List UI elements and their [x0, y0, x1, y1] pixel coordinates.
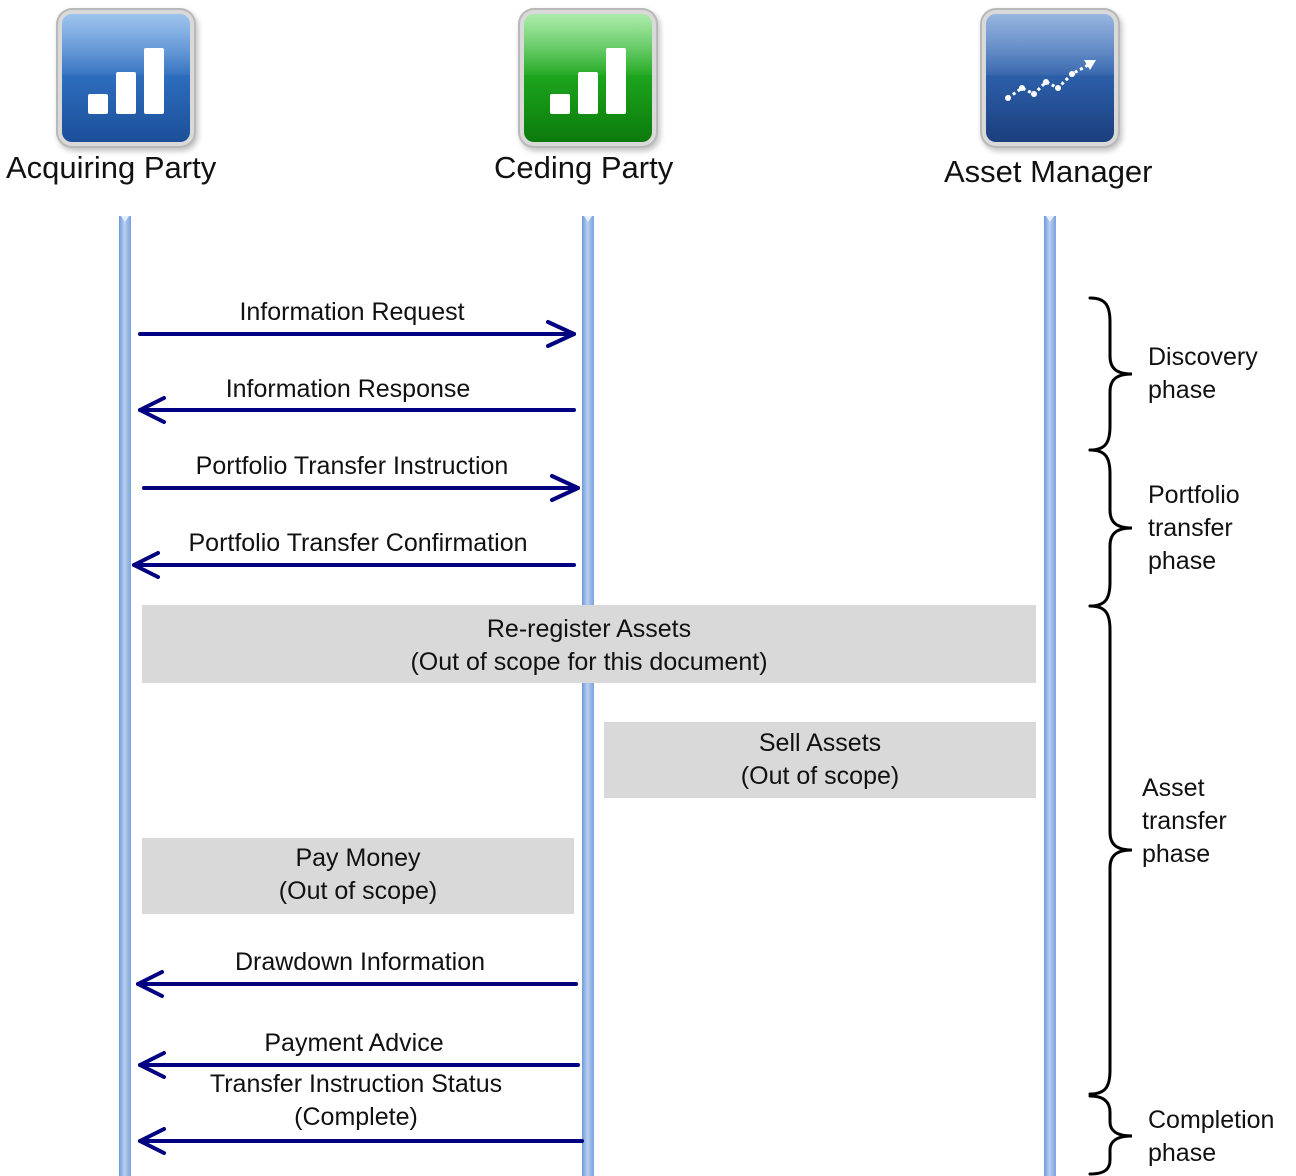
lifeline-asset-manager	[1044, 216, 1056, 1176]
message-label-information-request: Information Request	[239, 298, 465, 326]
message-label-transfer-instruction-status: Transfer Instruction Status	[209, 1070, 503, 1098]
activity-re-register-assets: Re-register Assets (Out of scope for thi…	[142, 605, 1036, 683]
arrow-payment-advice	[138, 1051, 580, 1079]
activity-note: (Out of scope)	[278, 877, 438, 905]
brace-completion-phase	[1088, 1094, 1133, 1176]
arrow-transfer-instruction-status	[138, 1127, 584, 1155]
actor-label-ceding-party: Ceding Party	[494, 150, 674, 185]
brace-portfolio-transfer-phase	[1088, 448, 1133, 608]
arrow-portfolio-transfer-instruction	[142, 474, 580, 502]
activity-note: (Out of scope)	[740, 762, 900, 790]
phase-label-completion: Completion phase	[1148, 1106, 1275, 1167]
activity-note: (Out of scope for this document)	[410, 648, 768, 676]
activity-pay-money: Pay Money (Out of scope)	[142, 838, 574, 914]
phase-label-portfolio-transfer: Portfolio transfer phase	[1148, 481, 1240, 575]
ceding-party-bar-chart-icon	[524, 14, 652, 142]
message-label-drawdown-information: Drawdown Information	[234, 948, 486, 976]
message-label-transfer-instruction-status-note: (Complete)	[294, 1103, 418, 1131]
activity-sell-assets: Sell Assets (Out of scope)	[604, 722, 1036, 798]
message-label-portfolio-transfer-instruction: Portfolio Transfer Instruction	[195, 452, 509, 480]
message-label-information-response: Information Response	[225, 375, 471, 403]
acquiring-party-bar-chart-icon	[62, 14, 190, 142]
actor-label-acquiring-party: Acquiring Party	[6, 150, 217, 185]
phase-label-discovery: Discovery phase	[1148, 343, 1258, 404]
actor-label-asset-manager: Asset Manager	[944, 154, 1153, 189]
activity-title: Pay Money	[295, 844, 421, 872]
lifeline-ceding-party	[582, 216, 594, 1176]
lifeline-acquiring-party	[119, 216, 131, 1176]
brace-asset-transfer-phase	[1088, 604, 1133, 1096]
brace-discovery-phase	[1088, 296, 1133, 452]
arrow-information-request	[138, 320, 576, 348]
arrow-portfolio-transfer-confirmation	[132, 551, 576, 579]
activity-title: Sell Assets	[758, 729, 882, 757]
asset-manager-trend-line-icon	[986, 14, 1114, 142]
activity-title: Re-register Assets	[486, 615, 692, 643]
phase-label-asset-transfer: Asset transfer phase	[1142, 774, 1227, 868]
message-label-portfolio-transfer-confirmation: Portfolio Transfer Confirmation	[188, 529, 528, 557]
arrow-information-response	[138, 396, 576, 424]
arrow-drawdown-information	[136, 970, 578, 998]
message-label-payment-advice: Payment Advice	[264, 1029, 444, 1057]
